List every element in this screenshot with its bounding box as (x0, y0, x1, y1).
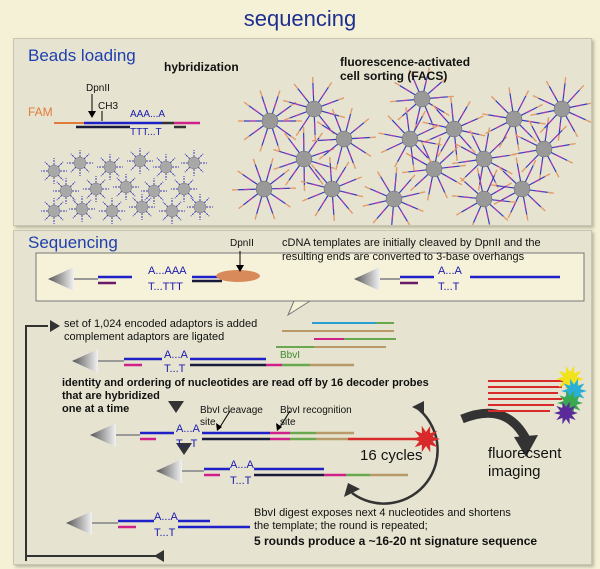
digest-text-line1: BbvI digest exposes next 4 nucleotides a… (254, 507, 511, 519)
fluorophore-star (412, 425, 440, 453)
identity-text-line1: identity and ordering of nucleotides are… (62, 377, 429, 389)
identity-text-line2: that are hybridized (62, 390, 160, 402)
recognition-label-line2: site (280, 417, 296, 428)
cleavage-label-line2: site (200, 417, 216, 428)
t-t-label-row2: T...T (176, 438, 198, 450)
probe-bundle (488, 365, 587, 425)
loop-arrowhead-bottom (154, 550, 164, 562)
down-arrow-2 (176, 443, 192, 455)
cdna-text-line1: cDNA templates are initially cleaved by … (282, 237, 541, 249)
beads-loading-label: Beads loading (28, 46, 136, 65)
a-a-label-row3: A...A (230, 459, 254, 471)
dpnii-arrowhead (88, 111, 96, 118)
sequencing-label: Sequencing (28, 233, 118, 252)
construct-row-dpnii-right (354, 267, 560, 291)
a-a-label-callout: A...A (438, 265, 462, 277)
cdna-text-line2: resulting ends are converted to 3-base o… (282, 251, 525, 263)
construct-row-after-cycles (156, 459, 408, 483)
facs-label-line1: fluorescence-activated (340, 55, 471, 69)
a-a-label-row4: A...A (154, 511, 178, 523)
construct-row-digested (66, 511, 250, 535)
sequencing-illustration (25, 251, 587, 562)
ttt-label-beads: TTT...T (130, 127, 162, 138)
cycles-label: 16 cycles (360, 447, 423, 464)
page-title: sequencing (243, 6, 357, 31)
t-ttt-label: T...TTT (148, 281, 183, 293)
adaptor-text-line2: complement adaptors are ligated (64, 331, 225, 343)
sequencing-panel: Sequencing DpnII cDNA templates are init… (13, 230, 592, 565)
cycles-arrowhead-1 (344, 483, 360, 497)
construct-row-ligated (72, 349, 354, 373)
t-t-label-row3: T...T (230, 475, 252, 487)
hybridization-label: hybridization (164, 60, 239, 74)
fam-label: FAM (28, 105, 53, 119)
t-t-label-row4: T...T (154, 527, 176, 539)
beads-loading-illustration (41, 67, 591, 225)
cycles-arrow (351, 405, 439, 505)
digest-text-line2: the template; the round is repeated; (254, 520, 428, 532)
loop-arrowhead-left (50, 320, 60, 332)
adaptor-pool (276, 322, 396, 348)
down-arrow-1 (168, 401, 184, 413)
adaptor-text-line1: set of 1,024 encoded adaptors is added (64, 318, 258, 330)
callout-tail (286, 300, 312, 317)
bbvi-label: BbvI (280, 350, 301, 361)
t-t-label-row1: T...T (164, 363, 186, 375)
ch3-label: CH3 (98, 101, 119, 112)
construct-row-dpnii-left (48, 251, 260, 291)
facs-label-line2: cell sorting (FACS) (340, 69, 448, 83)
imaging-arrowhead (514, 435, 538, 457)
bead-grid (41, 148, 213, 224)
construct-row-decoder (90, 410, 416, 447)
aaa-label-beads: AAA...A (130, 109, 166, 120)
loop-arrow-left (25, 325, 48, 561)
a-a-label-row1: A...A (164, 349, 188, 361)
dpnii-label-beads: DpnII (86, 83, 110, 94)
identity-text-line3: one at a time (62, 403, 130, 415)
imaging-arrow (460, 408, 530, 442)
beads-loading-panel: Beads loading hybridization fluorescence… (13, 38, 592, 226)
imaging-label-line2: imaging (488, 463, 541, 480)
t-t-label-callout: T...T (438, 281, 460, 293)
cleavage-label-line1: BbvI cleavage (200, 405, 263, 416)
rounds-text: 5 rounds produce a ~16-20 nt signature s… (254, 534, 538, 548)
a-aaa-label: A...AAA (148, 265, 187, 277)
recognition-label-line1: BbvI recognition (280, 405, 352, 416)
bead-clusters (231, 67, 591, 225)
cycles-arrowhead-2 (412, 401, 424, 413)
dpnii-label-seq: DpnII (230, 238, 254, 249)
a-a-label-row2: A...A (176, 423, 200, 435)
imaging-label-line1: fluorecsent (488, 445, 562, 462)
